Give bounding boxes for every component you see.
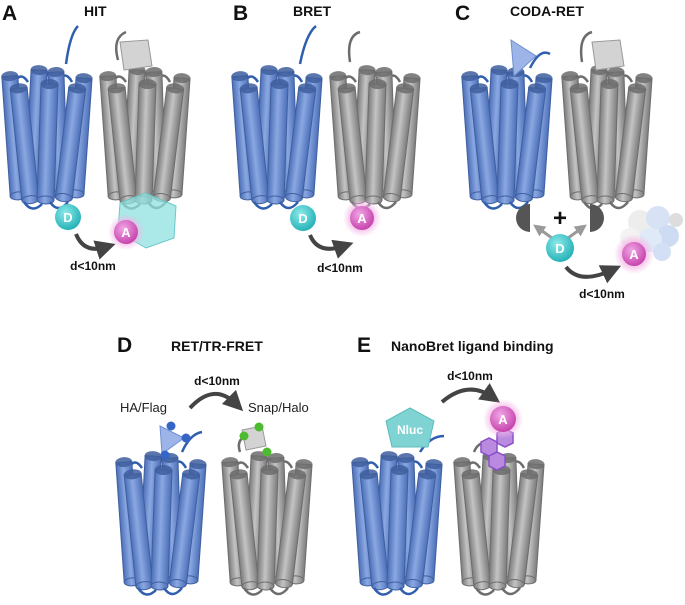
receptor-b-blue	[231, 25, 323, 210]
transfer-arrow-c	[564, 265, 622, 284]
distance-label-d: d<10nm	[194, 374, 240, 388]
ligand-square-a	[119, 39, 153, 71]
transfer-arrow-e	[440, 383, 501, 404]
fluorophore-dot-d4	[239, 431, 249, 441]
panel-title-d: RET/TR-FRET	[171, 338, 263, 354]
panel-title-e: NanoBret ligand binding	[391, 338, 554, 354]
distance-label-a: d<10nm	[70, 259, 116, 273]
donor-c	[546, 234, 574, 262]
receptor-b-grey	[329, 30, 421, 210]
receptor-e-blue	[351, 434, 445, 596]
acceptor-b	[350, 206, 374, 230]
tag-label-snap-halo: Snap/Halo	[248, 400, 309, 415]
acceptor-label-c: A	[629, 247, 639, 262]
acceptor-a	[114, 220, 138, 244]
donor-a	[55, 204, 81, 230]
transfer-arrow-b	[308, 234, 354, 259]
panel-title-b: BRET	[293, 3, 332, 19]
distance-label-e: d<10nm	[447, 369, 493, 383]
panel-title-c: CODA-RET	[510, 3, 584, 19]
fluorophore-dot-d6	[262, 447, 272, 457]
donor-b	[290, 205, 316, 231]
acceptor-label-e: A	[498, 412, 508, 427]
donor-label-c: D	[555, 241, 564, 256]
split-half-left-c	[516, 204, 530, 232]
receptor-d-grey	[221, 434, 313, 596]
tag-label-ha-flag: HA/Flag	[120, 400, 167, 415]
acceptor-c	[622, 242, 646, 266]
receptor-a-blue	[1, 25, 93, 210]
receptor-a-grey	[99, 30, 191, 210]
acceptor-label-a: A	[121, 225, 131, 240]
donor-label-a: D	[63, 210, 72, 225]
distance-label-b: d<10nm	[317, 261, 363, 275]
receptor-c-blue	[461, 51, 553, 210]
donor-label-b: D	[298, 211, 307, 226]
split-half-right-c	[590, 204, 604, 232]
nluc-pentagon	[385, 407, 435, 448]
panel-letter-d: D	[117, 334, 132, 357]
tag-triangle-d	[159, 425, 185, 455]
nluc-label: Nluc	[397, 423, 423, 437]
transfer-arrow-a	[74, 233, 116, 260]
panel-letter-a: A	[2, 2, 17, 25]
receptor-e-grey	[453, 440, 545, 596]
fluorophore-dot-d1	[166, 421, 176, 431]
fluorophore-dot-d3	[160, 450, 170, 460]
panel-letter-e: E	[357, 334, 371, 357]
distance-label-c: d<10nm	[579, 287, 625, 301]
panel-letter-c: C	[455, 2, 470, 25]
plus-sign-c: +	[553, 205, 567, 232]
ligand-square-c	[591, 39, 625, 71]
panel-letter-b: B	[233, 2, 248, 25]
split-arrow-left-c	[533, 224, 553, 240]
transfer-arrow-d	[188, 389, 244, 412]
fluorophore-dot-d5	[254, 422, 264, 432]
fluorophore-dot-d2	[181, 433, 191, 443]
receptor-d-blue	[115, 430, 207, 596]
acceptor-label-b: A	[357, 211, 367, 226]
panel-title-a: HIT	[84, 3, 107, 19]
ligand-triangle-c	[510, 39, 537, 78]
acceptor-e	[490, 406, 516, 432]
split-arrow-right-c	[567, 224, 587, 240]
